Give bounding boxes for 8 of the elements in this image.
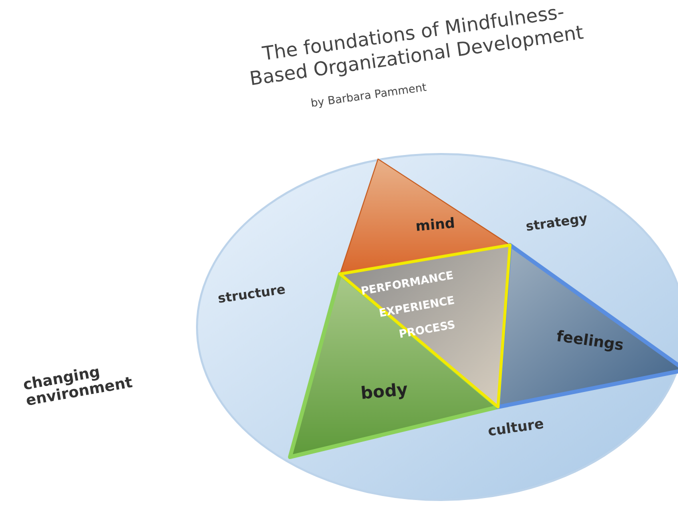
byline: by Barbara Pamment	[310, 80, 428, 110]
segment-label: culture	[487, 416, 545, 440]
segment-label: feelings	[556, 327, 625, 354]
segment-label: strategy	[525, 211, 588, 235]
segment-label: mind	[415, 216, 456, 235]
segment-label: body	[360, 380, 409, 404]
segment-label: structure	[217, 282, 286, 307]
segment-label: PROCESS	[398, 318, 456, 341]
